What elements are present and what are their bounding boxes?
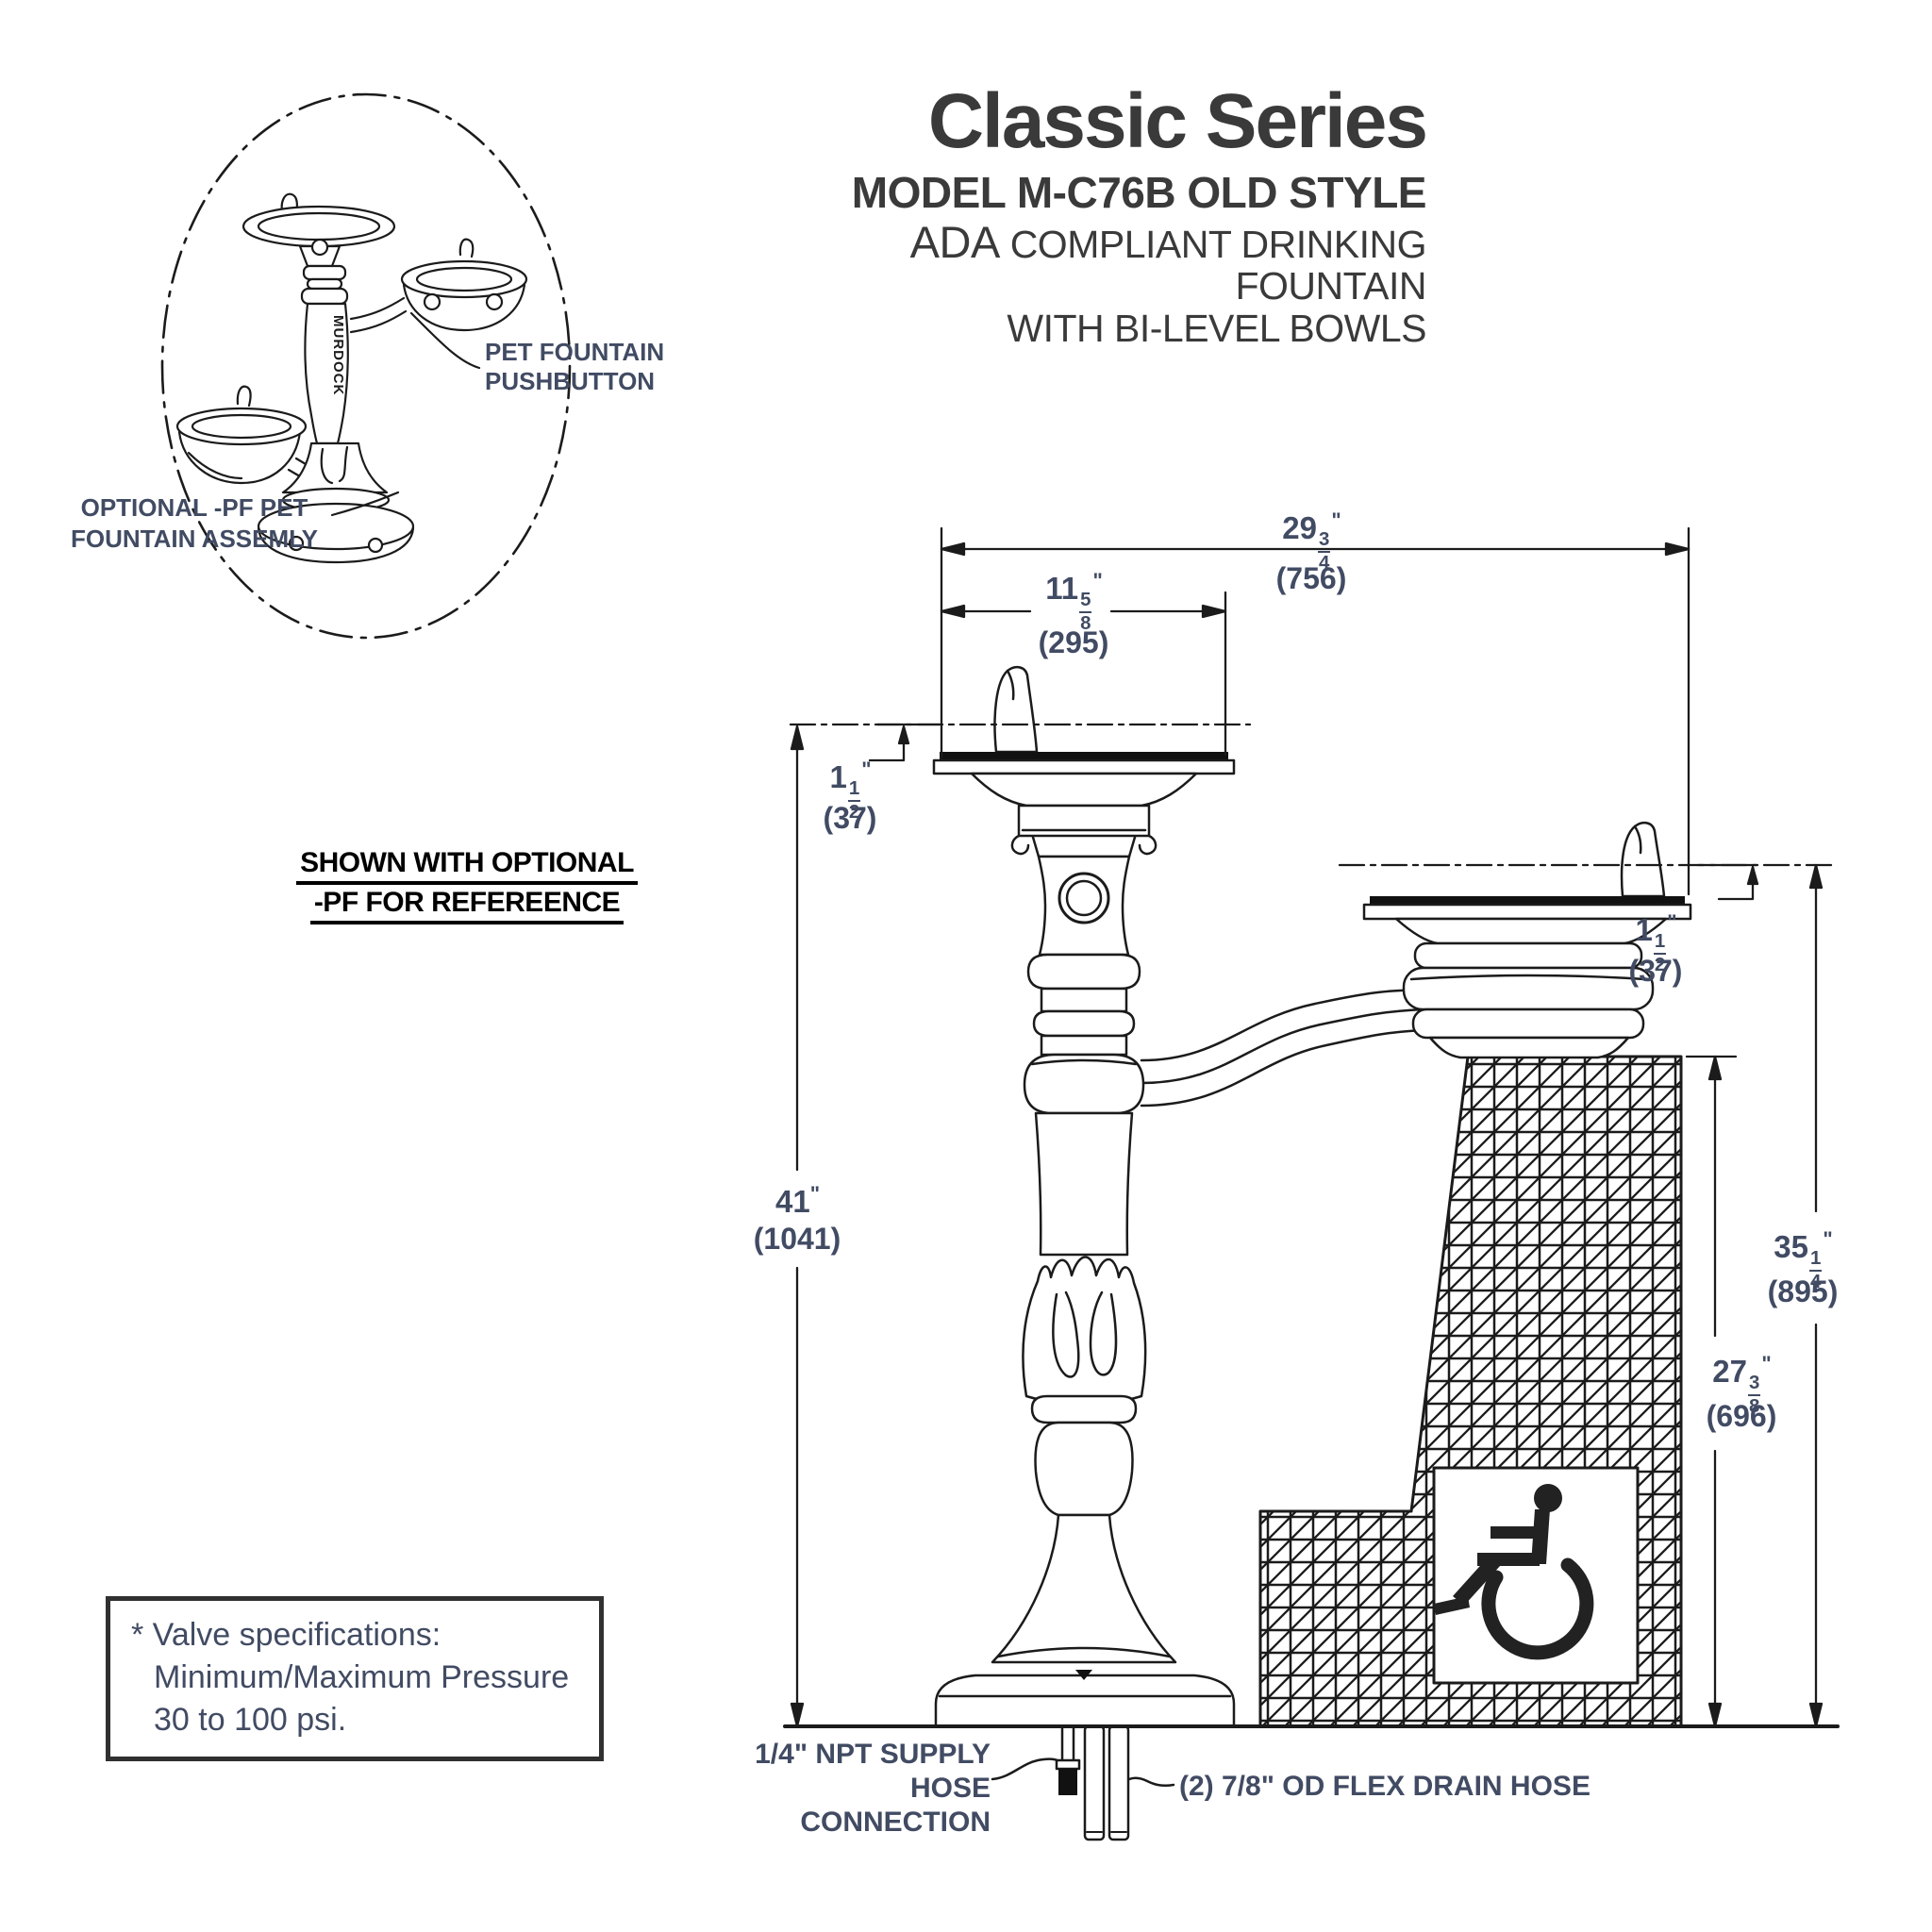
supply-leader-line <box>991 1757 1059 1781</box>
ada-subtitle: ADA COMPLIANT DRINKING FOUNTAIN <box>811 217 1427 308</box>
base-plate <box>934 1674 1236 1728</box>
optional-label-line1: OPTIONAL -PF PET <box>80 493 308 522</box>
upper-bowl <box>932 665 1236 856</box>
caption-line1: SHOWN WITH OPTIONAL <box>296 845 638 885</box>
caption-line2: -PF FOR REFEREENCE <box>309 885 625 924</box>
supply-pipe <box>1055 1724 1081 1795</box>
wheelchair-icon <box>1434 1484 1562 1615</box>
ada-acronym: ADA <box>909 217 1001 268</box>
subtitle-line4: WITH BI-LEVEL BOWLS <box>1007 306 1426 350</box>
centerlines <box>789 723 1837 867</box>
dimension-lines <box>790 526 1824 1728</box>
dim-support-height-mm: (696) <box>1706 1399 1777 1433</box>
optional-pf-label: OPTIONAL -PF PET FOUNTAIN ASSEMLY <box>58 492 330 555</box>
dim-height-41-mm: (1041) <box>753 1222 841 1256</box>
supply-label-line2: HOSE CONNECTION <box>800 1773 991 1838</box>
model-number: MODEL M-C76B OLD STYLE <box>851 168 1427 218</box>
dim-rim-left-mm: (37) <box>823 801 877 835</box>
valve-note-line2: Minimum/Maximum Pressure <box>154 1659 570 1695</box>
supply-connection-label: 1/4" NPT SUPPLY HOSE CONNECTION <box>726 1738 991 1840</box>
ada-subtitle-rest: COMPLIANT DRINKING FOUNTAIN <box>999 223 1427 308</box>
valve-note-line3: 30 to 100 psi. <box>154 1702 347 1738</box>
main-drawing-figure <box>783 526 1840 1841</box>
inset-oval-border <box>160 92 572 640</box>
drain-leader-line <box>1127 1776 1175 1788</box>
optional-label-line2: FOUNTAIN ASSEMLY <box>71 525 318 553</box>
drain-hoses <box>1083 1724 1130 1841</box>
pushbutton-label-line2: PUSHBUTTON <box>485 367 656 395</box>
leader-line-optional <box>330 491 400 517</box>
wheelchair-symbol-box <box>1432 1466 1640 1685</box>
title-block: Classic Series MODEL M-C76B OLD STYLE AD… <box>811 78 1428 350</box>
inset-illustration: MURDOCK <box>160 92 572 640</box>
page-title: Classic Series <box>927 78 1428 164</box>
lower-bubbler-icon <box>1620 821 1666 898</box>
lower-bowl <box>1362 821 1692 1059</box>
dim-bowl-width-mm: (295) <box>1038 625 1109 659</box>
supply-label-line1: 1/4" NPT SUPPLY <box>755 1739 991 1770</box>
leaf-decoration <box>1022 1256 1147 1407</box>
dim-height-35-mm: (895) <box>1767 1274 1839 1308</box>
dim-rim-right-mm: (37) <box>1628 954 1683 988</box>
brand-vertical-text: MURDOCK <box>330 315 346 395</box>
drain-hose-label: (2) 7/8" OD FLEX DRAIN HOSE <box>1179 1771 1591 1802</box>
valve-spec-note-box: * Valve specifications: Minimum/Maximum … <box>106 1596 604 1761</box>
pet-fountain-pushbutton-label: PET FOUNTAIN PUSHBUTTON <box>485 338 664 396</box>
inset-fountain: MURDOCK <box>175 192 528 564</box>
pedestal-column <box>934 832 1236 1728</box>
pushbutton-label-line1: PET FOUNTAIN <box>485 338 665 366</box>
dim-top-width-mm: (756) <box>1275 561 1347 595</box>
shown-with-caption: SHOWN WITH OPTIONAL -PF FOR REFEREENCE <box>283 845 651 924</box>
leader-line-pushbutton <box>409 311 481 370</box>
dim-height-41-value: 41" <box>774 1182 820 1219</box>
bowl-arm <box>1140 988 1424 1108</box>
upper-bubbler-icon <box>993 665 1039 754</box>
valve-note-line1: * Valve specifications: <box>131 1617 441 1653</box>
